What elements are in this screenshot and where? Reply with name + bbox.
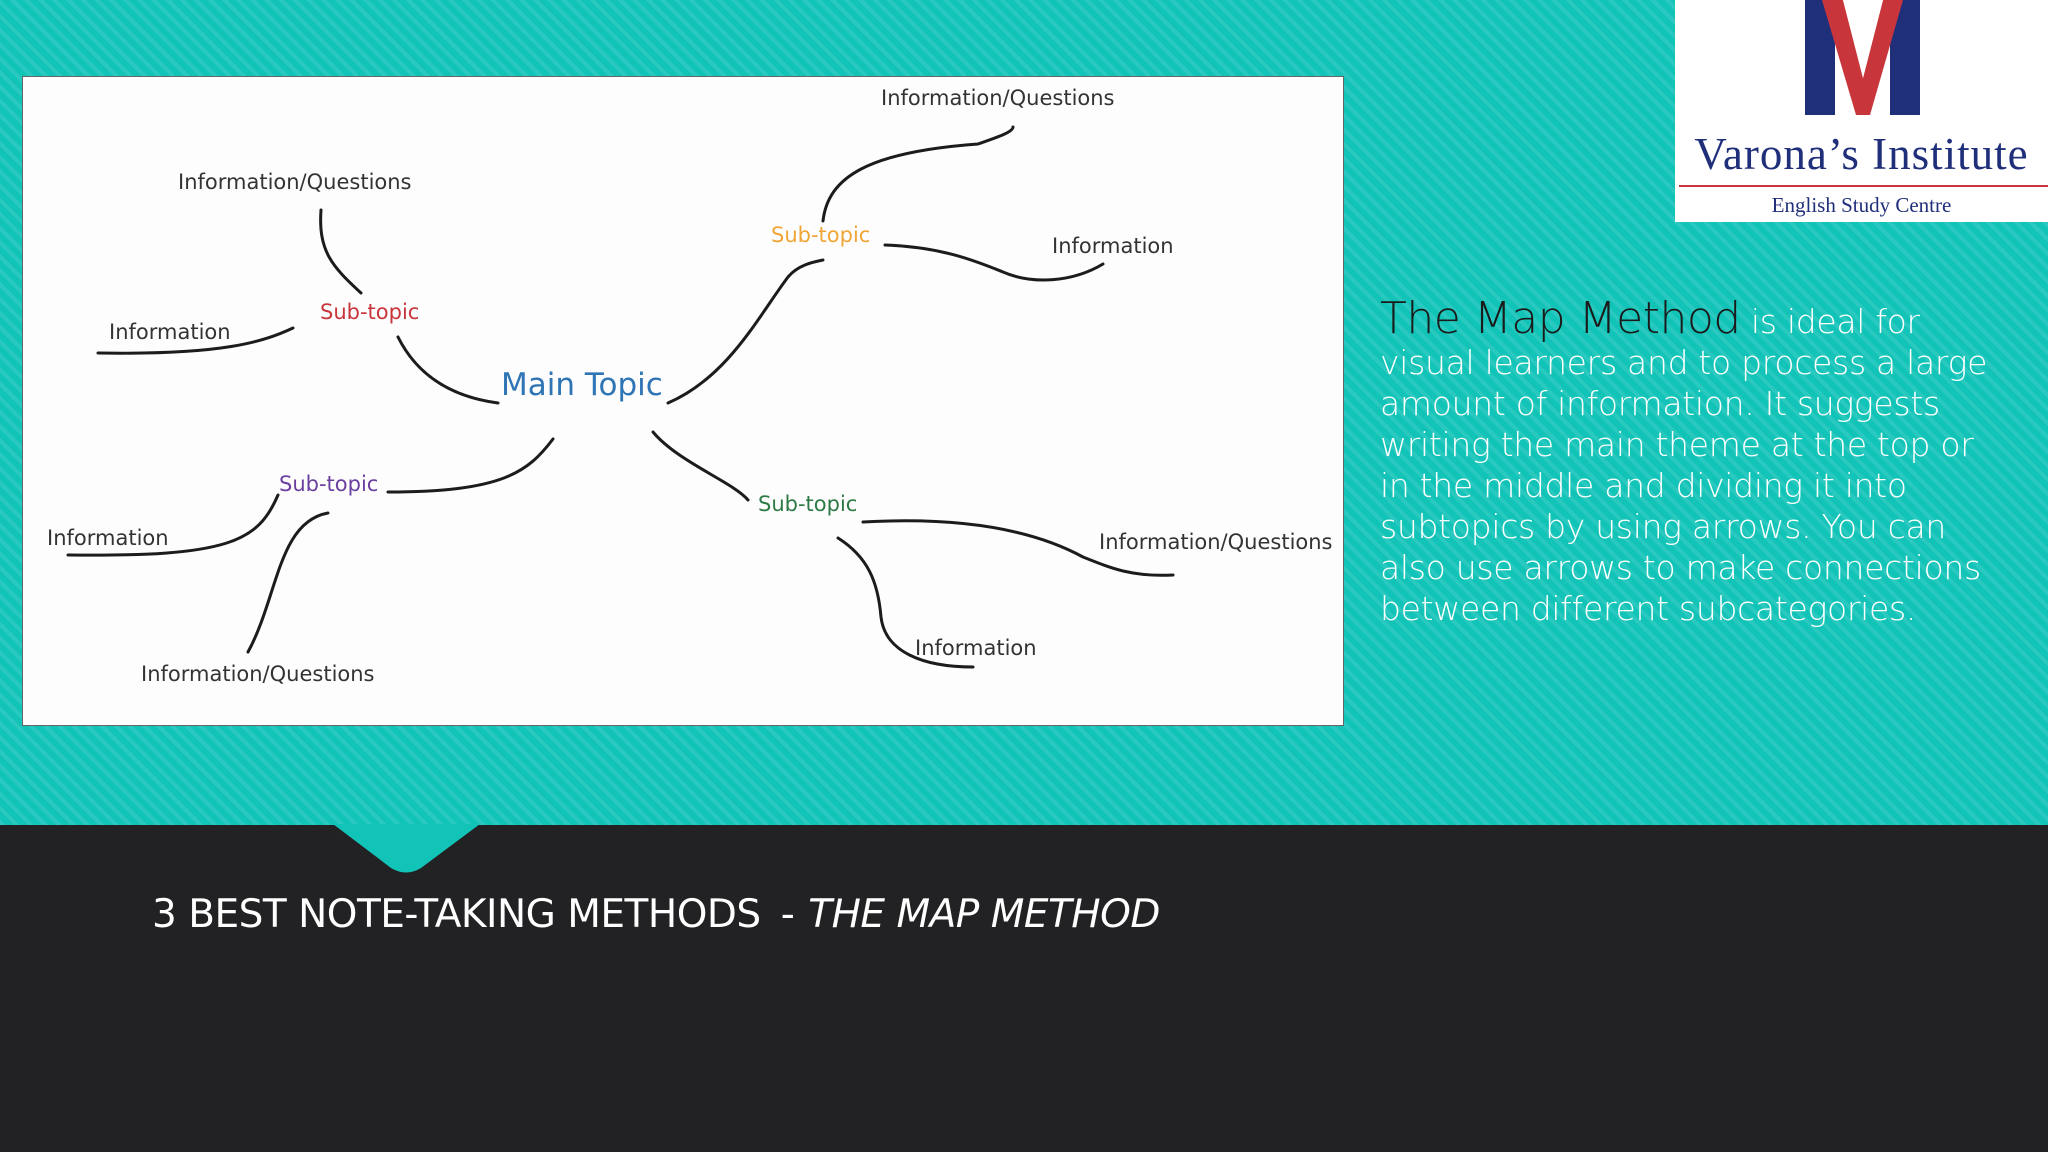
leaf-tr-info-questions: Information/Questions xyxy=(881,86,1115,110)
subtopic-bottom-right-label: Sub-topic xyxy=(758,492,858,516)
slide-title-subtitle: THE MAP METHOD xyxy=(808,892,1160,937)
mind-map-connectors xyxy=(66,125,1175,669)
connector-br-question xyxy=(861,519,1175,577)
leaf-br-information: Information xyxy=(915,636,1037,660)
connector-br-info xyxy=(836,536,975,669)
main-topic-label: Main Topic xyxy=(501,367,663,403)
leaf-br-info-questions: Information/Questions xyxy=(1099,530,1333,554)
connector-tl-question xyxy=(319,208,363,295)
logo-v-emblem-icon xyxy=(1805,0,1920,115)
connector-tr-question xyxy=(821,125,1015,223)
logo-tagline: English Study Centre xyxy=(1771,193,1952,217)
connector-tr-main xyxy=(666,258,825,405)
connector-tl-info xyxy=(96,326,295,355)
connector-tl-main xyxy=(396,335,500,405)
connector-bl-info xyxy=(66,493,280,557)
leaf-tr-information: Information xyxy=(1052,234,1174,258)
leaf-tl-info-questions: Information/Questions xyxy=(178,170,412,194)
slide-title: 3 BEST NOTE-TAKING METHODS-THE MAP METHO… xyxy=(152,892,1160,937)
leaf-bl-information: Information xyxy=(47,526,169,550)
footer-band xyxy=(0,825,2048,1152)
connector-br-main xyxy=(651,430,750,502)
leaf-bl-info-questions: Information/Questions xyxy=(141,662,375,686)
description-term: The Map Method xyxy=(1380,293,1741,344)
logo-name: Varona’s Institute xyxy=(1694,129,2029,179)
varonas-institute-logo: Varona’s Institute English Study Centre xyxy=(1675,0,2048,222)
subtopic-top-right-label: Sub-topic xyxy=(771,223,871,247)
footer-notch xyxy=(333,824,480,873)
description-body: is ideal for visual learners and to proc… xyxy=(1380,302,1988,628)
connector-bl-question xyxy=(246,511,330,654)
slide-title-main: 3 BEST NOTE-TAKING METHODS xyxy=(152,892,761,937)
subtopic-top-left-label: Sub-topic xyxy=(320,300,420,324)
description-text: The Map Method is ideal for visual learn… xyxy=(1380,297,2000,629)
connector-tr-info xyxy=(883,243,1105,282)
mind-map-diagram: Main Topic Sub-topic Sub-topic Sub-topic… xyxy=(22,76,1344,726)
logo-divider xyxy=(1679,185,2048,187)
slide-title-separator: - xyxy=(780,892,795,937)
subtopic-bottom-left-label: Sub-topic xyxy=(279,472,379,496)
connector-bl-main xyxy=(386,437,555,494)
leaf-tl-information: Information xyxy=(109,320,231,344)
